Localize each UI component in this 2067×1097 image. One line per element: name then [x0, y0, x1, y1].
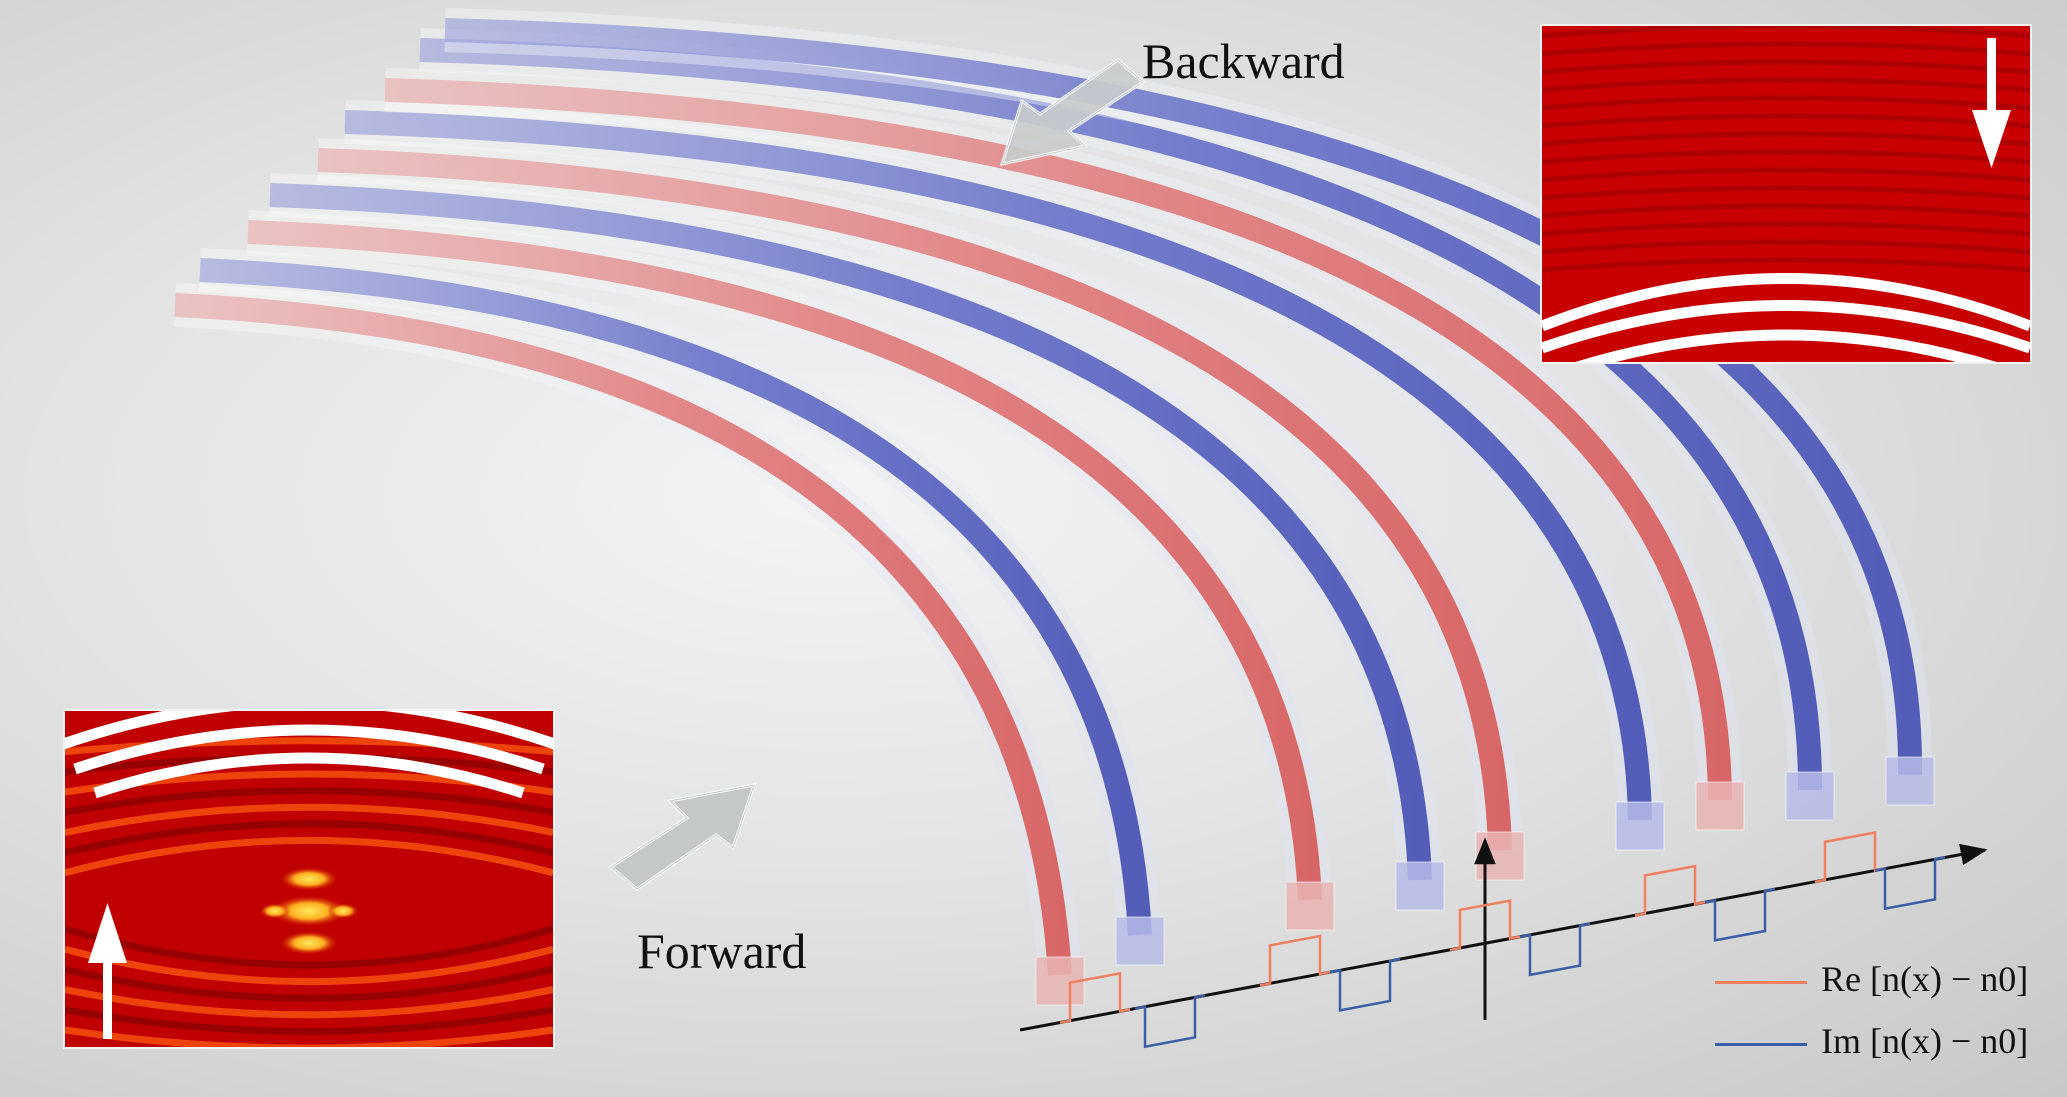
arrow-down-icon: [1972, 38, 2011, 168]
waveguide-gain: [174, 293, 1072, 976]
arrow-right-up-icon: [608, 783, 757, 891]
waveguide-gain: [247, 220, 1322, 901]
waveguide-loss: [199, 258, 1152, 936]
waveguide-end-face: [1475, 831, 1525, 881]
forward-field-inset: [63, 709, 555, 1049]
waveguide-loss: [269, 183, 1432, 881]
legend-real-text: Re [n(x) − n0]: [1821, 959, 2029, 999]
backward-field-inset: [1540, 24, 2032, 364]
forward-label: Forward: [637, 923, 807, 979]
legend-imag-text: Im [n(x) − n0]: [1821, 1021, 2029, 1061]
arrow-left-down-icon: [999, 58, 1146, 167]
waveguide-end-face: [1115, 916, 1165, 966]
waveguide-end-face: [1285, 881, 1335, 931]
waveguide-loss: [344, 110, 1652, 821]
waveguide-end-faces: [1035, 756, 1935, 1006]
legend-imag-swatch: [1715, 1043, 1807, 1047]
waveguide-gain: [384, 78, 1732, 801]
real-index-profile-line: [1059, 831, 1886, 1024]
legend-real: Re [n(x) − n0]: [1715, 958, 2028, 1000]
legend-real-swatch: [1715, 981, 1807, 985]
waveguide-loss: [419, 38, 1823, 791]
imag-index-profile-line: [1134, 856, 1946, 1049]
backward-label: Backward: [1142, 33, 1345, 89]
waveguide-end-face: [1395, 861, 1445, 911]
arrow-up-icon: [88, 903, 127, 1039]
waveguide-gain: [317, 148, 1512, 851]
waveguide-end-face: [1695, 781, 1745, 831]
legend-imag: Im [n(x) − n0]: [1715, 1020, 2028, 1062]
waveguide-end-face: [1785, 771, 1835, 821]
waveguide-end-face: [1885, 756, 1935, 806]
waveguide-end-face: [1615, 801, 1665, 851]
